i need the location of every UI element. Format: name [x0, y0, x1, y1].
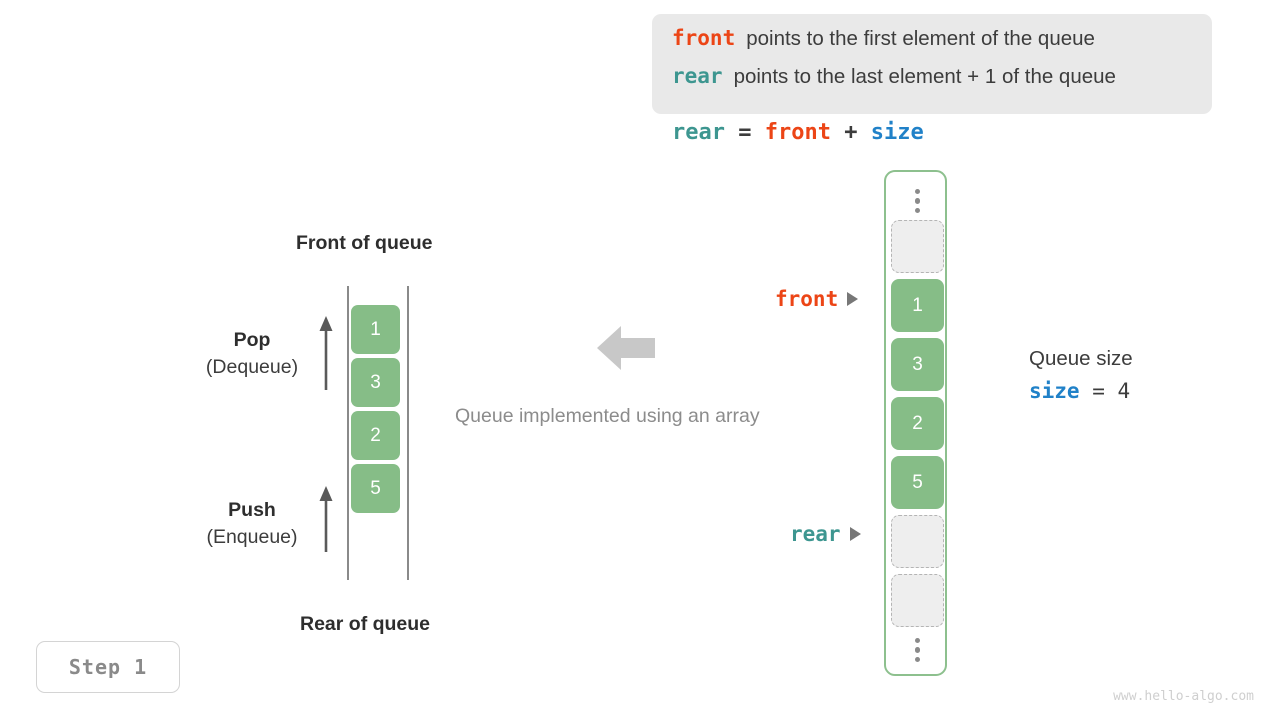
- queue-size-title: Queue size: [1029, 347, 1133, 370]
- note-line-front: front points to the first element of the…: [672, 26, 1192, 64]
- rear-formula: rear = front + size: [672, 120, 924, 145]
- front-pointer-arrow-icon: [847, 292, 859, 306]
- size-equals: =: [1079, 379, 1118, 403]
- queue-size-expression: size = 4: [1029, 374, 1133, 408]
- array-slot-filled: 1: [891, 279, 944, 332]
- front-pointer-label: front: [775, 287, 859, 311]
- formula-equals: =: [724, 120, 765, 145]
- array-slot-empty: [891, 574, 944, 627]
- array-slot-empty: [891, 515, 944, 568]
- pop-direction-arrow-icon: [319, 316, 333, 390]
- top-ellipsis-icon: [886, 178, 949, 224]
- queue-rail-right: [407, 286, 409, 580]
- array-slot-empty: [891, 220, 944, 273]
- array-container: 1 3 2 5: [884, 170, 947, 676]
- front-pointer-text: front: [775, 287, 839, 311]
- size-value: 4: [1117, 379, 1131, 403]
- front-of-queue-label: Front of queue: [296, 232, 433, 254]
- push-direction-arrow-icon: [319, 486, 333, 552]
- pop-subtitle: (Dequeue): [205, 356, 299, 378]
- size-keyword: size: [1029, 379, 1080, 403]
- step-badge: Step 1: [36, 641, 180, 693]
- front-description: points to the first element of the queue: [746, 27, 1095, 50]
- queue-cell: 5: [351, 464, 400, 513]
- rear-pointer-label: rear: [790, 522, 861, 546]
- pop-operation-label: Pop (Dequeue): [172, 327, 332, 381]
- queue-size-note: Queue size size = 4: [1029, 344, 1133, 408]
- rear-of-queue-label: Rear of queue: [300, 613, 431, 635]
- push-name: Push: [228, 499, 276, 521]
- queue-rail-left: [347, 286, 349, 580]
- rear-pointer-arrow-icon: [849, 527, 861, 541]
- note-line-rear: rear points to the last element + 1 of t…: [672, 64, 1192, 102]
- formula-rear: rear: [672, 120, 725, 145]
- array-slot-filled: 2: [891, 397, 944, 450]
- array-slot-filled: 3: [891, 338, 944, 391]
- abstract-queue-cells: 1 3 2 5: [351, 305, 400, 517]
- formula-plus: +: [830, 120, 871, 145]
- rear-keyword: rear: [672, 64, 723, 88]
- pointer-definition-box: front points to the first element of the…: [652, 14, 1212, 114]
- formula-size: size: [870, 120, 924, 145]
- push-operation-label: Push (Enqueue): [172, 497, 332, 551]
- push-subtitle: (Enqueue): [206, 526, 298, 548]
- watermark: www.hello-algo.com: [1113, 689, 1254, 704]
- rear-pointer-text: rear: [790, 522, 841, 546]
- bottom-ellipsis-icon: [886, 627, 949, 673]
- formula-front: front: [764, 120, 831, 145]
- queue-cell: 3: [351, 358, 400, 407]
- rear-description: points to the last element + 1 of the qu…: [733, 65, 1116, 88]
- array-slot-filled: 5: [891, 456, 944, 509]
- implementation-caption: Queue implemented using an array: [455, 405, 760, 427]
- pop-name: Pop: [233, 329, 271, 351]
- implementation-arrow-icon: [597, 326, 655, 370]
- front-keyword: front: [672, 26, 736, 50]
- queue-cell: 1: [351, 305, 400, 354]
- queue-cell: 2: [351, 411, 400, 460]
